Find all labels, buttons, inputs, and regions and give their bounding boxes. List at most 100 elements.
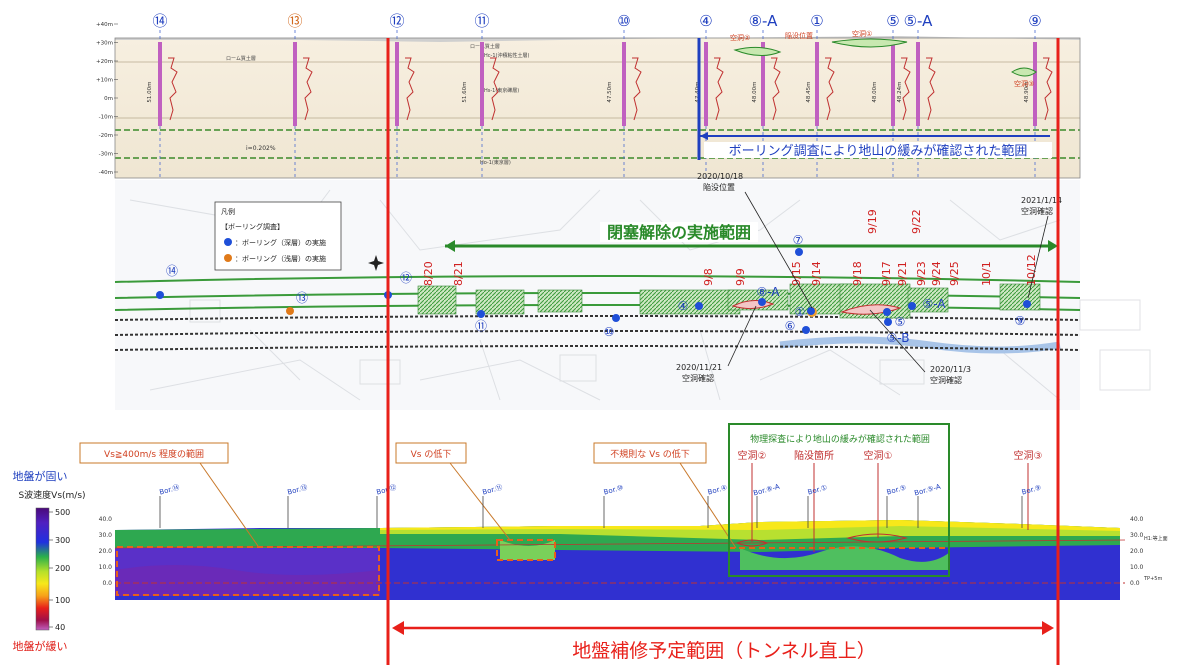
callout-label: Vs の低下	[411, 448, 452, 460]
callout-leader	[727, 305, 757, 367]
bor-label: Bor.⑪	[482, 484, 504, 497]
layer-label: Ho-1(東京層)	[480, 159, 511, 166]
vs-drop-box	[496, 539, 556, 561]
work-date-label: 9/23	[915, 261, 928, 286]
depth-tick-label: 20.0	[1130, 548, 1144, 555]
work-date-label: 9/15	[790, 261, 803, 286]
nvalue-graph	[405, 57, 415, 121]
borehole-point-label: ①	[795, 305, 806, 319]
callout-text: 空洞確認	[682, 373, 714, 383]
scale-unit-label: S波速度Vs(m/s)	[18, 489, 85, 501]
depth-tick-label: 0.0	[102, 580, 112, 587]
elevation-tick-label: +20m	[96, 59, 113, 65]
arrow-head	[445, 240, 455, 252]
borehole-point-label: ④	[678, 299, 689, 313]
borehole-point-label: ⑧-A	[756, 285, 780, 299]
callout-label: 不規則な Vs の低下	[610, 448, 690, 460]
work-date-label: 9/17	[880, 261, 893, 286]
cavity-label: 空洞①	[852, 29, 872, 38]
callout-date: 2020/10/18	[697, 172, 743, 181]
nvalue-graph	[303, 57, 313, 121]
borehole-label: ⑩	[617, 12, 630, 30]
cavity-label: 空洞③	[1014, 449, 1043, 462]
elevation-tick-label: -30m	[99, 152, 113, 158]
bor-label: Bor.⑤-A	[913, 483, 941, 498]
callout-label: Vs≧400m/s 程度の範囲	[104, 448, 204, 460]
borehole-point	[1023, 300, 1031, 308]
borehole-label: ⑧-A	[749, 12, 779, 30]
work-date-label: 9/14	[810, 261, 823, 286]
repair-range-label: 地盤補修予定範囲（トンネル直上）	[572, 640, 876, 662]
borehole-column	[891, 42, 895, 126]
tunnel-line-south	[114, 330, 1081, 336]
closure-work-areas	[417, 283, 1041, 319]
borehole-depth-label: 48.00m	[872, 81, 878, 102]
north-arrow-icon	[368, 255, 384, 271]
elevation-tick-label: -10m	[99, 115, 113, 121]
cavity-label: 空洞①	[864, 449, 893, 462]
borehole-label: ⑨	[1028, 12, 1041, 30]
depth-tick-label: 10.0	[1130, 564, 1144, 571]
borehole-point	[758, 298, 766, 306]
borehole-point-label: ⑤	[895, 315, 906, 329]
profile-surface	[115, 36, 1080, 42]
arrow-head	[1048, 240, 1058, 252]
borehole-point-label: ⑪	[475, 319, 487, 333]
borehole-depth-label: 47.50m	[607, 81, 613, 102]
scale-tick-label: 200	[55, 564, 70, 573]
callout-leader	[869, 309, 926, 373]
legend-subtitle: 【ボーリング調査】	[221, 222, 284, 231]
depth-axis-left: 40.030.020.010.00.0	[99, 516, 113, 587]
callout-date: 2020/11/21	[676, 363, 722, 372]
borehole-point-label: ⑫	[400, 271, 412, 285]
loosening-range-bg	[704, 142, 1052, 158]
borehole-column	[395, 42, 399, 126]
elevation-tick-label: +10m	[96, 78, 113, 84]
work-date-label: 8/20	[422, 261, 435, 286]
work-date-label: 9/8	[702, 268, 715, 286]
work-date-label: 10/1	[980, 261, 993, 286]
borehole-point	[477, 310, 485, 318]
tunnel-line-south	[114, 345, 1081, 351]
elevation-tick-label: +30m	[96, 41, 113, 47]
bor-label: Bor.④	[707, 484, 728, 497]
physical-range-label: 物理探査により地山の緩みが確認された範囲	[750, 433, 930, 445]
cavity-label: 空洞③	[1014, 79, 1034, 88]
legend-frame	[214, 201, 342, 271]
scale-tick-label: 300	[55, 536, 70, 545]
bor-label: Bor.①	[807, 484, 828, 497]
cavity-label: 空洞②	[730, 33, 750, 42]
callout-date: 2021/1/14	[1021, 196, 1062, 205]
borehole-column	[761, 42, 765, 126]
arrow-head	[700, 132, 708, 140]
borehole-point	[884, 318, 892, 326]
legend-title: 凡例	[221, 207, 235, 216]
loosening-range-label: ボーリング調査により地山の緩みが確認された範囲	[729, 143, 1028, 159]
borehole-point-label: ⑭	[166, 264, 178, 278]
borehole-point-label: ⑥	[785, 319, 796, 333]
borehole-column	[293, 42, 297, 126]
scale-colorbar	[35, 507, 50, 631]
callout-cavity-1: 2020/11/3 空洞確認	[869, 309, 971, 385]
elevation-tick-label: -20m	[99, 133, 113, 139]
borehole-column	[1033, 42, 1037, 126]
borehole-label: ⑭	[152, 12, 167, 30]
nvalue-graph	[632, 57, 642, 121]
callout-date: 2020/11/3	[930, 365, 971, 374]
borehole-point	[807, 307, 815, 315]
work-date-label: 9/24	[930, 261, 943, 286]
borehole-label: ⑪	[474, 12, 489, 30]
vs-drop-callout: Vs の低下	[395, 442, 511, 541]
borehole-label: ⑤	[886, 12, 899, 30]
borehole-point	[802, 326, 810, 334]
borehole-point-label: ⑩	[604, 325, 615, 339]
depth-tick-label: 10.0	[99, 564, 113, 571]
layer-label: Hc-1(沖積粘性土層)	[484, 52, 529, 59]
borehole-column	[916, 42, 920, 126]
borehole-point	[286, 307, 294, 315]
nvalue-graph	[901, 57, 911, 121]
work-date-label: 8/21	[452, 261, 465, 286]
